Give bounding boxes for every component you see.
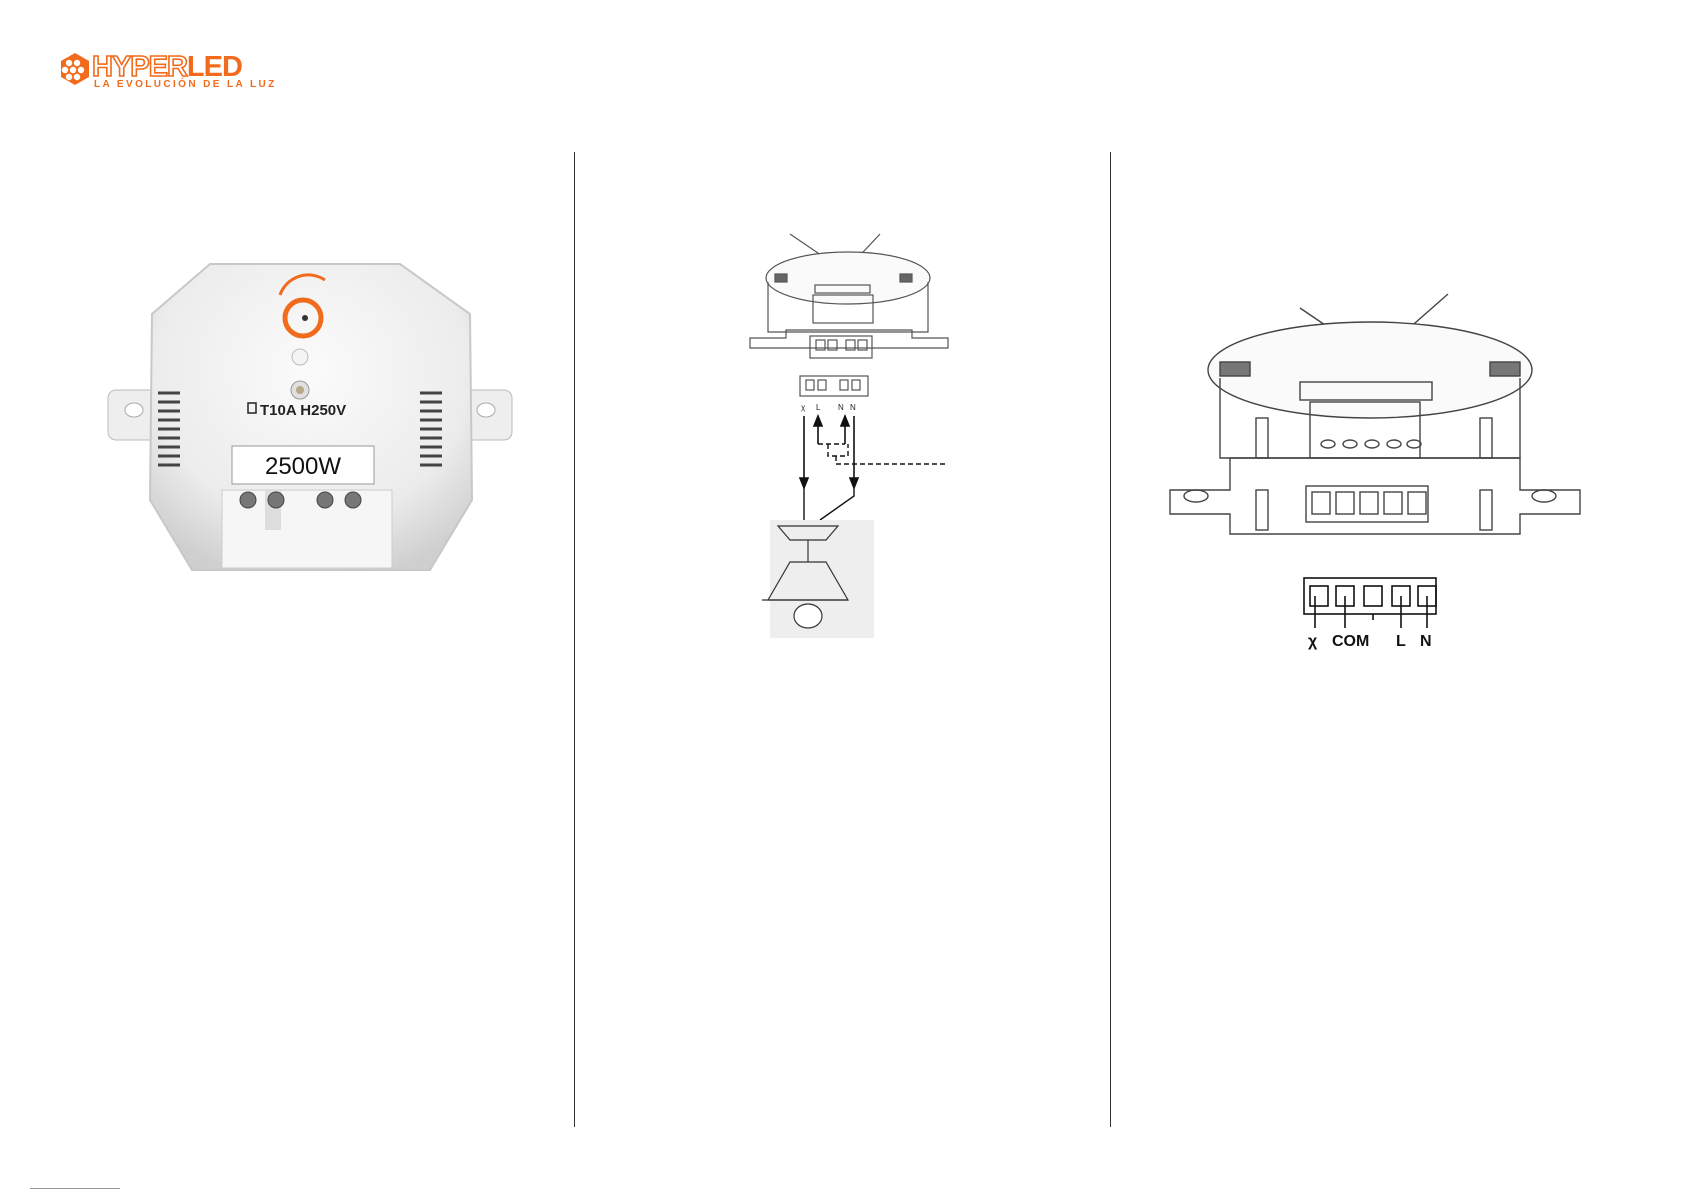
terminal-label-x-output: χ (1308, 633, 1318, 650)
terminal-label-l: L (1396, 633, 1406, 650)
terminal-label-l: L (816, 403, 821, 412)
logo-wordmark: HYPERLED (92, 52, 242, 82)
terminal-detail-diagram: χ COM L N (1160, 290, 1600, 660)
terminal-label-n: N (1420, 633, 1432, 650)
fuse-label: T10A H250V (248, 402, 346, 419)
wiring-diagram: χ L N N (740, 230, 970, 660)
fuse-rating-text: T10A H250V (260, 402, 346, 419)
logo-hexagon-icon (58, 52, 92, 86)
terminal-label-n2: N (850, 403, 856, 412)
footer-rule (30, 1188, 120, 1189)
hyperled-logo: HYPERLED LA EVOLUCIÓN DE LA LUZ (58, 50, 278, 95)
terminal-strip (800, 376, 868, 396)
product-photo: T10A H250V 2500W (100, 250, 520, 590)
terminal-label-com: COM (1332, 633, 1369, 650)
terminal-block (1304, 578, 1436, 628)
column-divider-left (574, 152, 575, 1127)
logo-tagline: LA EVOLUCIÓN DE LA LUZ (94, 79, 277, 90)
terminal-label-n1: N (838, 403, 844, 412)
power-rating-text: 2500W (265, 453, 341, 480)
terminal-label-x: χ (801, 403, 806, 412)
column-divider-right (1110, 152, 1111, 1127)
